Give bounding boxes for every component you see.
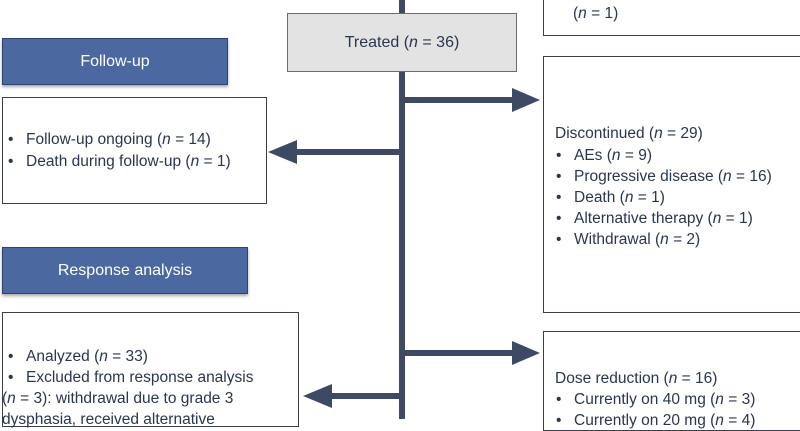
response-excluded-line2: (n = 3): withdrawal due to grade 3 xyxy=(2,390,234,407)
arrow-to-discontinued-shaft xyxy=(405,97,517,103)
followup-item-death: Death during follow-up (n = 1) xyxy=(8,151,231,172)
top-right-fragment: (n = 1) xyxy=(573,5,619,22)
response-item-analyzed: Analyzed (n = 33) xyxy=(8,346,148,367)
response-analysis-header-label: Response analysis xyxy=(57,261,193,279)
followup-header: Follow-up xyxy=(2,38,228,85)
response-excluded-line3: dysphasia, received alternative xyxy=(2,411,215,428)
discontinued-box: Discontinued (n = 29) AEs (n = 9) Progre… xyxy=(543,56,800,313)
arrow-to-discontinued-head xyxy=(512,88,540,112)
main-spine-line xyxy=(399,0,405,419)
response-analysis-header: Response analysis xyxy=(2,247,248,294)
arrow-to-followup-shaft xyxy=(292,149,399,155)
response-box: Analyzed (n = 33) Excluded from response… xyxy=(2,312,299,428)
arrow-to-dose-reduction-shaft xyxy=(405,350,517,356)
followup-item-ongoing: Follow-up ongoing (n = 14) xyxy=(8,129,211,150)
discontinued-item-progressive: Progressive disease (n = 16) xyxy=(556,166,772,187)
arrow-to-response-shaft xyxy=(327,393,399,399)
arrow-to-response-head xyxy=(303,384,332,408)
discontinued-item-death: Death (n = 1) xyxy=(556,187,665,208)
flow-connectors xyxy=(268,0,540,419)
top-right-box: (n = 1) xyxy=(543,0,800,36)
treated-box: Treated (n = 36) xyxy=(287,13,517,72)
discontinued-item-withdrawal: Withdrawal (n = 2) xyxy=(556,229,700,250)
followup-header-label: Follow-up xyxy=(80,52,150,70)
discontinued-item-aes: AEs (n = 9) xyxy=(556,145,652,166)
treated-label: Treated (n = 36) xyxy=(344,33,460,51)
followup-box: Follow-up ongoing (n = 14) Death during … xyxy=(2,97,267,204)
discontinued-item-alternative: Alternative therapy (n = 1) xyxy=(556,208,753,229)
response-item-excluded: Excluded from response analysis xyxy=(8,367,253,388)
dose-reduction-item-20mg: Currently on 20 mg (n = 4) xyxy=(556,410,755,431)
discontinued-title: Discontinued (n = 29) xyxy=(555,125,703,142)
dose-reduction-box: Dose reduction (n = 16) Currently on 40 … xyxy=(543,331,800,431)
arrow-to-dose-reduction-head xyxy=(512,341,540,365)
dose-reduction-item-40mg: Currently on 40 mg (n = 3) xyxy=(556,389,755,410)
arrow-to-followup-head xyxy=(268,140,297,164)
dose-reduction-title: Dose reduction (n = 16) xyxy=(555,370,718,387)
